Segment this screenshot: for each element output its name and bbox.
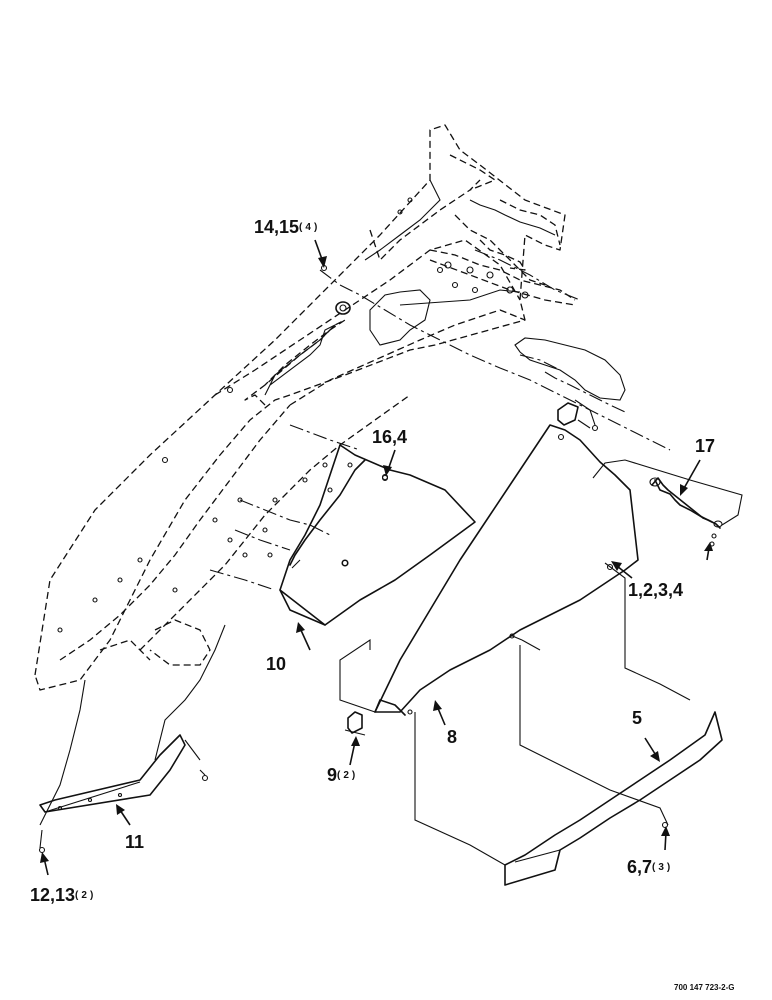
hook-bracket-icon <box>557 402 579 426</box>
screw-icon <box>226 386 234 394</box>
assembly-lines <box>39 399 743 866</box>
document-number: 700 147 723-2-G <box>674 983 735 992</box>
frame-slot <box>57 179 556 633</box>
screw-icon <box>201 774 209 782</box>
callout-5: 5 <box>632 708 643 728</box>
screw-icon <box>661 821 669 829</box>
callout-9: 9(2) <box>327 765 359 785</box>
part-8-panel <box>374 402 639 716</box>
part-17-spring <box>649 477 723 547</box>
part-5-lower-panel <box>504 711 723 886</box>
fasteners <box>38 264 669 854</box>
cutaway-section <box>369 289 626 401</box>
callout-12-13: 12,13(2) <box>30 885 97 905</box>
frame-structure <box>34 124 576 691</box>
callout-17: 17 <box>695 436 716 456</box>
callout-1-2-3-4: 1,2,3,4 <box>628 580 684 600</box>
callout-14-15: 14,15(4) <box>254 217 321 237</box>
alignment-lines <box>209 249 671 591</box>
part-11-bracket <box>39 734 186 813</box>
screw-icon <box>341 559 349 567</box>
screw-icon <box>407 709 413 715</box>
screw-icon <box>509 633 515 639</box>
callout-leaders <box>40 239 713 876</box>
callout-8: 8 <box>447 727 458 747</box>
bearing-icon <box>335 301 351 315</box>
screw-icon <box>591 424 599 432</box>
part-9-clip <box>344 711 366 736</box>
callout-10: 10 <box>266 654 287 674</box>
callout-6-7: 6,7(3) <box>627 857 674 877</box>
screw-icon <box>606 563 614 571</box>
part-10-guide-plate <box>279 444 476 626</box>
screw-icon <box>38 846 46 854</box>
callout-16-4: 16,4 <box>372 427 408 447</box>
screw-icon <box>161 456 169 464</box>
screw-icon <box>381 474 389 482</box>
callout-11: 11 <box>125 832 145 852</box>
clip-icon <box>347 711 363 734</box>
